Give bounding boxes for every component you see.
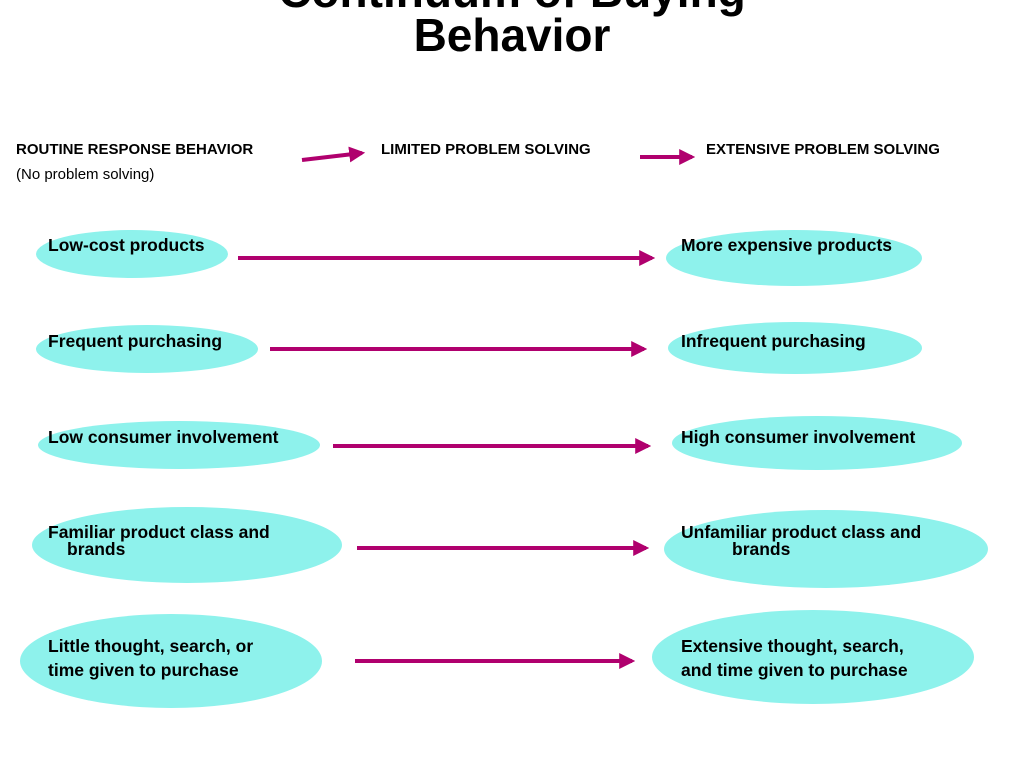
label-low-consumer-involvement: Low consumer involvement bbox=[48, 427, 279, 447]
label-extensive-thought-line-2: and time given to purchase bbox=[681, 660, 908, 680]
label-extensive-thought-line-1: Extensive thought, search, bbox=[681, 636, 904, 656]
stage-routine-response: ROUTINE RESPONSE BEHAVIOR bbox=[16, 141, 254, 158]
stage-extensive-problem-solving: EXTENSIVE PROBLEM SOLVING bbox=[706, 141, 940, 158]
label-little-thought-line-2: time given to purchase bbox=[48, 660, 239, 680]
oval-right-more-expensive bbox=[666, 230, 922, 286]
oval-left-familiar bbox=[32, 507, 342, 583]
oval-right-unfamiliar bbox=[664, 510, 988, 588]
label-familiar-line-1: Familiar product class and bbox=[48, 522, 270, 542]
label-high-consumer-involvement: High consumer involvement bbox=[681, 427, 916, 447]
oval-left-little-thought bbox=[20, 614, 322, 708]
oval-right-high-involvement bbox=[672, 416, 962, 470]
label-low-cost-products: Low-cost products bbox=[48, 235, 205, 255]
label-little-thought-line-1: Little thought, search, or bbox=[48, 636, 254, 656]
label-unfamiliar-line-1: Unfamiliar product class and bbox=[681, 522, 922, 542]
label-unfamiliar-product-class: Unfamiliar product class and brands bbox=[681, 522, 922, 559]
diagram-title: Continuum of Buying bbox=[0, 0, 1024, 14]
label-little-thought: Little thought, search, or time given to… bbox=[48, 634, 253, 682]
label-familiar-product-class: Familiar product class and brands bbox=[48, 522, 270, 559]
label-extensive-thought: Extensive thought, search, and time give… bbox=[681, 634, 908, 682]
oval-left-low-involvement bbox=[38, 421, 320, 469]
label-familiar-line-2: brands bbox=[67, 539, 126, 559]
oval-left-frequent bbox=[36, 325, 258, 373]
oval-right-extensive-thought bbox=[652, 610, 974, 704]
label-infrequent-purchasing: Infrequent purchasing bbox=[681, 331, 866, 351]
diagram-title-line-2: Behavior bbox=[413, 9, 611, 61]
stage-limited-problem-solving: LIMITED PROBLEM SOLVING bbox=[381, 141, 591, 158]
label-more-expensive-products: More expensive products bbox=[681, 235, 893, 255]
arrow-routine-to-limited bbox=[301, 146, 366, 163]
label-unfamiliar-line-2: brands bbox=[732, 539, 791, 559]
label-frequent-purchasing: Frequent purchasing bbox=[48, 331, 223, 351]
oval-left-low-cost bbox=[36, 230, 228, 278]
oval-right-infrequent bbox=[668, 322, 922, 374]
stage-routine-subtitle: (No problem solving) bbox=[16, 166, 155, 183]
